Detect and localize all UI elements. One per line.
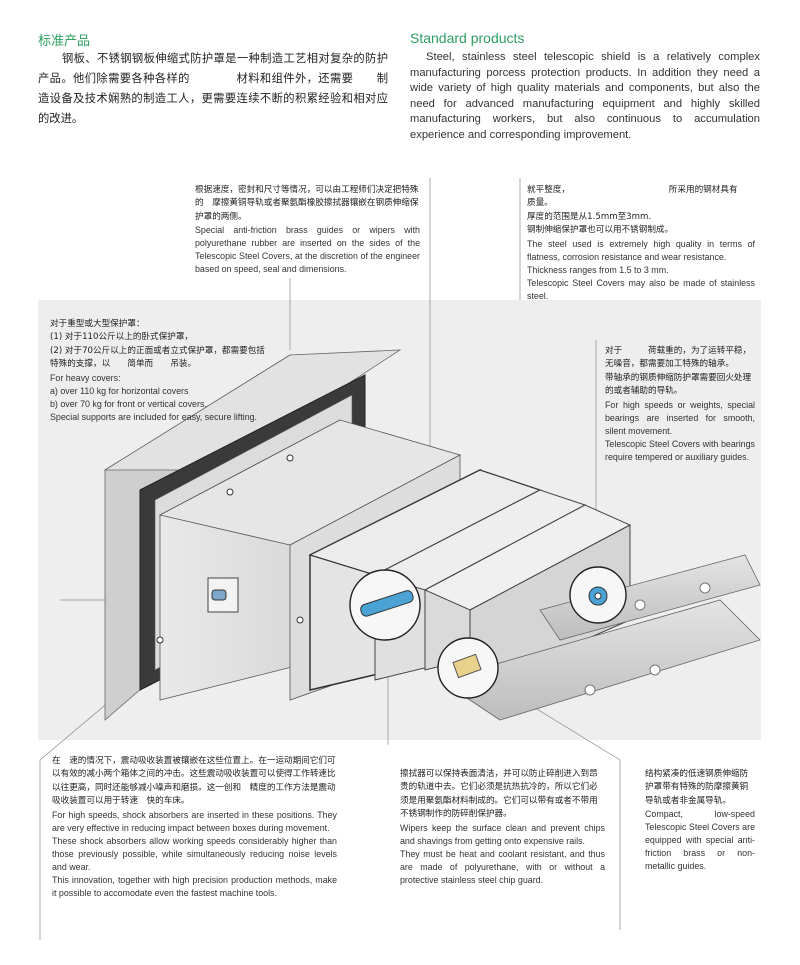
note-shock-en3: This innovation, together with high prec… <box>52 874 337 898</box>
cn-intro-paragraph: 钢板、不锈钢钢板伸缩式防护罩是一种制造工艺相对复杂的防护产品。他们除需要各种各样… <box>38 52 388 125</box>
note-wipers-side-cn: 根据速度，密封和尺寸等情况，可以由工程师们决定把特殊的 摩擦黄铜导轨或者聚氨酯橡… <box>195 185 419 222</box>
note-heavy-en1: For heavy covers: <box>50 372 121 383</box>
note-wipers-surface-en2: They must be heat and coolant resistant,… <box>400 848 605 885</box>
brass-guide-detail <box>452 653 482 679</box>
note-heavy-en3: b) over 70 kg for front or vertical cove… <box>50 398 207 409</box>
note-lowspeed-cn: 结构紧凑的低速钢质伸缩防护罩带有特殊的防摩擦黄铜导轨或者非金属导轨。 <box>645 769 749 806</box>
frame-bolt <box>296 616 304 624</box>
cn-intro-block: 钢板、不锈钢钢板伸缩式防护罩是一种制造工艺相对复杂的防护产品。他们除需要各种各样… <box>38 49 388 129</box>
note-heavy-cn2: (1) 对于110公斤以上的卧式保护罩， <box>50 332 194 343</box>
en-intro-block: Steel, stainless steel telescopic shield… <box>410 50 760 144</box>
note-bearings-cn2: 带轴承的钢质伸缩防护罩需要回火处理的或者辅助的导轨。 <box>605 372 752 397</box>
note-steel-quality-en3: Telescopic Steel Covers may also be made… <box>527 277 755 301</box>
cn-heading: 标准产品 <box>38 34 91 49</box>
note-wipers-surface-en1: Wipers keep the surface clean and preven… <box>400 822 605 846</box>
en-intro-paragraph: Steel, stainless steel telescopic shield… <box>410 51 760 141</box>
rail-hole <box>634 599 646 611</box>
note-heavy-cn1: 对于重型或大型保护罩： <box>50 319 145 329</box>
frame-bolt <box>226 488 234 496</box>
note-shock-cn: 在 速的情况下，震动吸收装置被镶嵌在这些位置上。在一运动期间它们可以有效的减小两… <box>52 756 336 807</box>
note-lowspeed-en: Compact, low-speed Telescopic Steel Cove… <box>645 809 755 872</box>
en-heading: Standard products <box>410 30 525 46</box>
rail-hole <box>649 664 661 676</box>
note-wipers-side: 根据速度，密封和尺寸等情况，可以由工程师们决定把特殊的 摩擦黄铜导轨或者聚氨酯橡… <box>195 184 420 276</box>
note-steel-quality-en1: The steel used is extremely high quality… <box>527 238 755 262</box>
rail-hole <box>699 582 711 594</box>
note-wipers-surface-cn: 擦拭器可以保持表面清洁，并可以防止碎削进入到昂贵的轨道中去。它们必须是抗热抗冷的… <box>400 769 598 820</box>
note-shock-absorbers: 在 速的情况下，震动吸收装置被镶嵌在这些位置上。在一运动期间它们可以有效的减小两… <box>52 755 337 900</box>
bearing-hub <box>594 592 602 600</box>
note-shock-en1: For high speeds, shock absorbers are ins… <box>52 809 337 833</box>
note-wipers-surface: 擦拭器可以保持表面清洁，并可以防止碎削进入到昂贵的轨道中去。它们必须是抗热抗冷的… <box>400 768 605 887</box>
frame-bolt <box>156 636 164 644</box>
note-shock-en2: These shock absorbers allow working spee… <box>52 835 337 872</box>
note-wipers-side-en: Special anti-friction brass guides or wi… <box>195 225 420 275</box>
guide-rail-front <box>439 599 761 721</box>
note-heavy-cn3: (2) 对于70公斤以上的正面或者立式保护罩，都需要包括特殊的支撑，以 简单而 … <box>50 345 265 370</box>
wiper-detail <box>360 590 414 617</box>
rail-hole <box>584 684 596 696</box>
note-heavy-covers: 对于重型或大型保护罩： (1) 对于110公斤以上的卧式保护罩， (2) 对于7… <box>50 318 265 424</box>
note-bearings: 对于 荷载重的，为了运转平稳，无噪音，都需要加工特殊的轴承。 带轴承的钢质伸缩防… <box>605 345 755 464</box>
note-steel-quality-cn2: 厚度的范围是从1.5mm至3mm. <box>527 211 652 222</box>
note-steel-quality: 就平整度， 所采用的钢材具有 质量。 厚度的范围是从1.5mm至3mm. 钢制伸… <box>527 184 781 303</box>
frame-bolt <box>286 454 294 462</box>
shock-absorber <box>211 589 227 601</box>
note-bearings-cn1: 对于 荷载重的，为了运转平稳，无噪音，都需要加工特殊的轴承。 <box>605 346 752 370</box>
note-steel-quality-cn1: 就平整度， 所采用的钢材具有 质量。 <box>527 185 781 209</box>
note-low-speed: 结构紧凑的低速钢质伸缩防护罩带有特殊的防摩擦黄铜导轨或者非金属导轨。 Compa… <box>645 768 755 873</box>
note-steel-quality-en2: Thickness ranges from 1.5 to 3 mm. <box>527 264 669 275</box>
note-heavy-en2: a) over 110 kg for horizontal covers <box>50 385 189 396</box>
note-bearings-en2: Telescopic Steel Covers with bearings re… <box>605 438 755 462</box>
note-bearings-en1: For high speeds or weights, special bear… <box>605 399 755 436</box>
note-heavy-en4: Special supports are included for easy, … <box>50 411 258 422</box>
note-steel-quality-cn3: 钢制伸缩保护罩也可以用不锈钢制成。 <box>527 225 674 236</box>
